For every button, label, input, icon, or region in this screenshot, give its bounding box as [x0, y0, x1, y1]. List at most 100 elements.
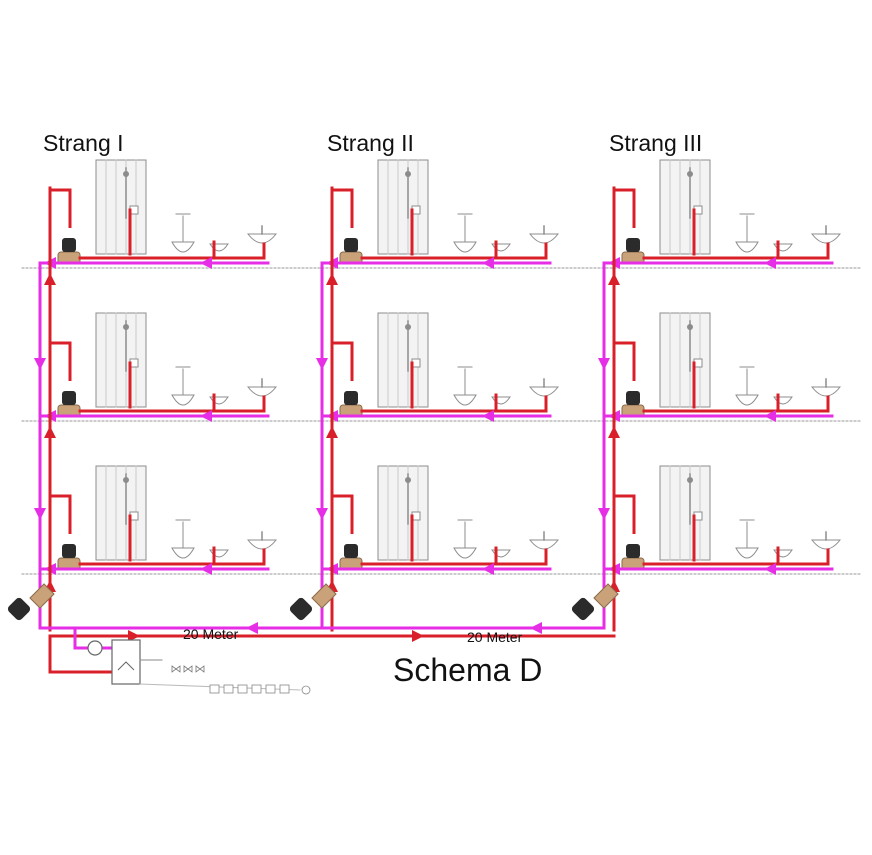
flow-arrow [482, 257, 494, 269]
washbasin-icon [810, 225, 842, 244]
shower-head [123, 477, 129, 483]
toilet-bowl [735, 241, 759, 253]
water-heater-icon [111, 639, 141, 685]
shower-cabin-icon [95, 312, 147, 408]
valve-handle [344, 238, 358, 252]
shower-head [123, 324, 129, 330]
flow-arrow [608, 426, 620, 438]
schema-title: Schema D [393, 652, 543, 688]
washbasin-bowl [810, 539, 842, 550]
washbasin-bowl [246, 233, 278, 244]
valve-handle [62, 391, 76, 405]
shower-head [123, 171, 129, 177]
flow-arrow [764, 563, 776, 575]
heater-tank [111, 639, 141, 685]
thermostatic-valve-icon [339, 544, 363, 571]
thermostatic-valve-icon [7, 583, 55, 621]
flow-arrow [200, 257, 212, 269]
toilet-icon [735, 213, 759, 253]
flow-arrow [598, 508, 610, 520]
fitting-icon [209, 684, 220, 694]
shower-cabin-icon [377, 312, 429, 408]
balancing-valve-handle [7, 597, 31, 621]
washbasin-bowl [528, 386, 560, 397]
valve-handle [62, 544, 76, 558]
washbasin-bowl [246, 386, 278, 397]
washbasin-bowl [810, 233, 842, 244]
shower-cabin-icon [377, 465, 429, 561]
thermostatic-valve-icon [621, 238, 645, 265]
strand-label-2: Strang II [327, 130, 414, 156]
flow-arrow [200, 410, 212, 422]
cold-water-main [139, 683, 301, 691]
floor-module [602, 159, 842, 269]
valve-handle [626, 238, 640, 252]
washbasin-bowl [528, 233, 560, 244]
valve-handle [344, 544, 358, 558]
balancing-valve-handle [289, 597, 313, 621]
washbasin-icon [810, 531, 842, 550]
flow-arrow [326, 273, 338, 285]
floor-module [602, 465, 842, 575]
toilet-bowl [453, 241, 477, 253]
toilet-icon [171, 213, 195, 253]
thermostatic-valve-icon [339, 238, 363, 265]
washbasin-bowl [810, 386, 842, 397]
shower-head [687, 477, 693, 483]
strand-label-1: Strang I [43, 130, 124, 156]
toilet-bowl [171, 394, 195, 406]
pump-circle [87, 640, 103, 656]
flow-arrow [598, 358, 610, 370]
toilet-icon [453, 519, 477, 559]
toilet-icon [171, 519, 195, 559]
valve-handle [344, 391, 358, 405]
floor-module [602, 312, 842, 422]
flow-arrow [200, 563, 212, 575]
supply-to-heater [48, 636, 112, 674]
shower-cabin-frame [377, 159, 429, 255]
strand-1 [7, 159, 278, 632]
washbasin-icon [528, 225, 560, 244]
balancing-valve-body [593, 583, 619, 609]
thermostatic-valve-icon [339, 391, 363, 418]
thermostatic-valve-icon [571, 583, 619, 621]
shower-cabin-icon [95, 159, 147, 255]
flow-arrow [764, 257, 776, 269]
heater-element [117, 661, 135, 671]
fitting-icon [265, 684, 276, 694]
shutoff-valve-icon [171, 665, 181, 673]
valve-handle [626, 544, 640, 558]
floor-module [38, 465, 278, 575]
flow-arrow [316, 508, 328, 520]
thermostatic-valve-icon [289, 583, 337, 621]
floor-module [320, 159, 560, 269]
plant-room [48, 628, 311, 695]
flow-arrow [44, 273, 56, 285]
balancing-valve-body [311, 583, 337, 609]
valve-handle [626, 391, 640, 405]
floor-module [320, 312, 560, 422]
shower-head [405, 324, 411, 330]
floor-module [320, 465, 560, 575]
flow-arrow [34, 508, 46, 520]
strand-2 [289, 159, 560, 632]
washbasin-icon [246, 378, 278, 397]
toilet-bowl [453, 547, 477, 559]
flow-arrow [34, 358, 46, 370]
floor-module [38, 312, 278, 422]
distance-label-2: 20 Meter [467, 629, 523, 645]
fitting-icon [251, 684, 262, 694]
shower-head [687, 324, 693, 330]
thermostatic-valve-icon [57, 391, 81, 418]
toilet-bowl [453, 394, 477, 406]
valve-handle [62, 238, 76, 252]
fitting-icon [237, 684, 248, 694]
flow-arrow [326, 426, 338, 438]
flow-arrow [482, 563, 494, 575]
flow-arrow [530, 622, 542, 634]
toilet-bowl [735, 394, 759, 406]
flow-arrow [608, 273, 620, 285]
shower-cabin-icon [659, 465, 711, 561]
